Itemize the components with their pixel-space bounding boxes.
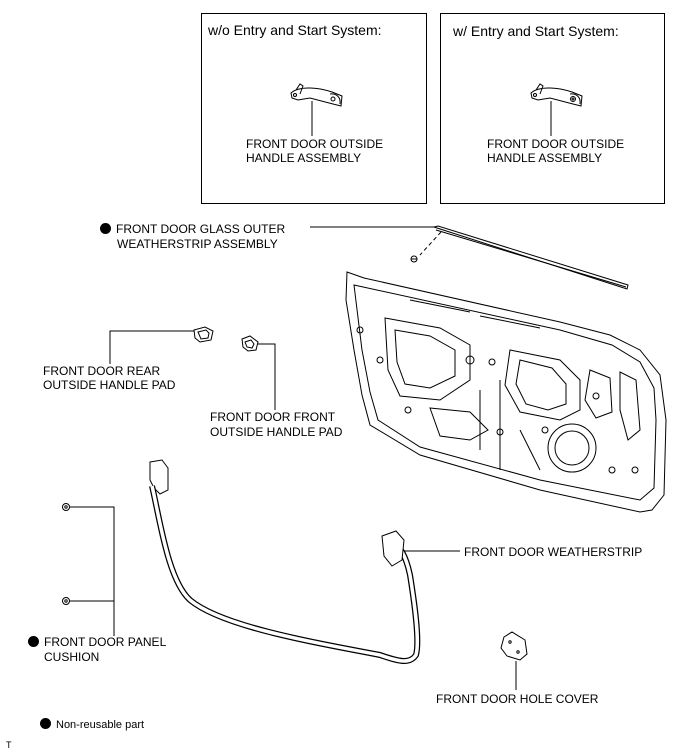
door-weatherstrip-icon bbox=[149, 459, 421, 664]
front-pad-label-2: OUTSIDE HANDLE PAD bbox=[210, 425, 343, 439]
leader-line bbox=[419, 231, 442, 256]
hole-cover-icon bbox=[500, 631, 528, 661]
handle-label-without-entry-2: HANDLE ASSEMBLY bbox=[246, 151, 362, 165]
variant-title-with-entry: w/ Entry and Start System: bbox=[453, 23, 619, 39]
handle-label-with-entry-2: HANDLE ASSEMBLY bbox=[487, 151, 603, 165]
non-reusable-dot-icon bbox=[40, 718, 51, 729]
outside-handle-icon bbox=[290, 83, 343, 107]
legend-non-reusable: Non-reusable part bbox=[40, 718, 144, 733]
leader-line bbox=[70, 506, 115, 636]
variant-title-without-entry: w/o Entry and Start System: bbox=[208, 22, 382, 38]
non-reusable-dot-icon bbox=[100, 223, 111, 234]
handle-label-without-entry-1: FRONT DOOR OUTSIDE bbox=[246, 137, 384, 151]
rear-pad-label-2: OUTSIDE HANDLE PAD bbox=[43, 378, 176, 392]
hole-cover-label: FRONT DOOR HOLE COVER bbox=[436, 692, 599, 706]
panel-cushion-label-1: FRONT DOOR PANEL bbox=[28, 635, 166, 650]
panel-cushion-icon bbox=[62, 597, 70, 605]
variant-box-with-entry bbox=[440, 13, 665, 204]
door-weatherstrip-label: FRONT DOOR WEATHERSTRIP bbox=[464, 545, 643, 559]
glass-weatherstrip-label-2: WEATHERSTRIP ASSEMBLY bbox=[117, 237, 278, 251]
rear-pad-label-1: FRONT DOOR REAR bbox=[43, 364, 161, 378]
front-pad-label-1: FRONT DOOR FRONT bbox=[210, 410, 336, 424]
door-panel-icon bbox=[345, 271, 667, 513]
leader-line bbox=[258, 343, 276, 410]
non-reusable-dot-icon bbox=[28, 636, 39, 647]
leader-line bbox=[109, 330, 194, 364]
rear-handle-pad-icon bbox=[193, 326, 214, 343]
glass-weatherstrip-icon bbox=[432, 225, 629, 290]
clip-icon bbox=[410, 255, 418, 263]
front-handle-pad-icon bbox=[241, 335, 259, 352]
outside-handle-icon bbox=[530, 83, 583, 107]
variant-box-without-entry bbox=[201, 13, 427, 204]
corner-mark: T bbox=[6, 740, 12, 750]
glass-weatherstrip-label-1: FRONT DOOR GLASS OUTER bbox=[100, 222, 285, 237]
panel-cushion-icon bbox=[62, 503, 70, 511]
panel-cushion-label-2: CUSHION bbox=[44, 650, 100, 664]
handle-label-with-entry-1: FRONT DOOR OUTSIDE bbox=[487, 137, 625, 151]
